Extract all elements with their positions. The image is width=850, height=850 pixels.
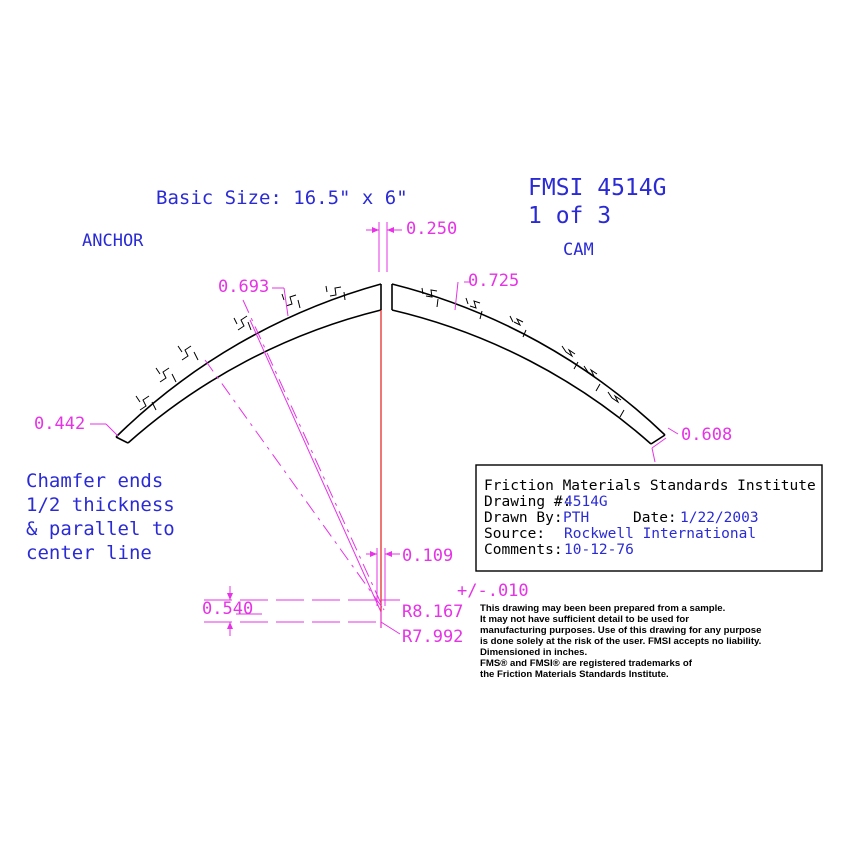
inner-radius-dimension: R7.992 [402,627,463,647]
source-value: Rockwell International [564,526,756,542]
offset-dimension: 0.109 [402,546,453,566]
disclaimer-line: is done solely at the risk of the user. … [480,636,761,647]
chamfer-note-line: Chamfer ends [26,470,163,492]
thickness-left-dimension: 0.693 [218,277,269,297]
dimension-lines [90,222,679,636]
disclaimer-line: manufacturing purposes. Use of this draw… [480,625,761,636]
construction-lines [204,299,385,628]
sheet-number: 1 of 3 [528,203,611,229]
institute-name: Friction Materials Standards Institute [484,478,816,494]
disclaimer-line: the Friction Materials Standards Institu… [480,669,669,680]
title-block-border [475,464,823,572]
chamfer-note-line: & parallel to [26,518,175,540]
drawn-by-label: Drawn By: [484,510,563,526]
drawn-by-value: PTH [563,510,589,526]
disclaimer: This drawing may been been prepared from… [480,603,761,680]
chamfer-note-line: 1/2 thickness [26,494,175,516]
comments-value: 10-12-76 [564,542,634,558]
tolerance-label: +/-.010 [457,581,529,601]
disclaimer-line: FMS® and FMSI® are registered trademarks… [480,658,693,669]
lining-left-segment [115,283,382,444]
rivet-slots [135,285,625,418]
end-right-dimension: 0.608 [681,425,732,445]
date-label: Date: [633,510,677,526]
source-label: Source: [484,526,545,542]
width-dimension: 0.540 [202,599,253,619]
lining-right-segment [391,283,666,445]
drawing-number-value: 4514G [564,494,608,510]
outer-radius-dimension: R8.167 [402,602,463,622]
gap-dimension: 0.250 [406,219,457,239]
title-block: Friction Materials Standards Institute D… [475,464,823,572]
date-value: 1/22/2003 [680,510,759,526]
drawing-number-label: Drawing #: [484,494,571,510]
dimension-arrows [227,227,394,629]
disclaimer-line: Dimensioned in inches. [480,647,587,658]
disclaimer-line: This drawing may been been prepared from… [480,603,725,614]
basic-size-label: Basic Size: 16.5" x 6" [156,187,408,209]
cam-end-label: CAM [563,240,594,260]
part-number: FMSI 4514G [528,175,666,201]
chamfer-note: Chamfer ends 1/2 thickness & parallel to… [26,470,175,564]
thickness-right-dimension: 0.725 [468,271,519,291]
anchor-end-label: ANCHOR [82,231,144,251]
chamfer-note-line: center line [26,542,152,564]
end-left-dimension: 0.442 [34,414,85,434]
disclaimer-line: It may not have sufficient detail to be … [480,614,689,625]
comments-label: Comments: [484,542,563,558]
